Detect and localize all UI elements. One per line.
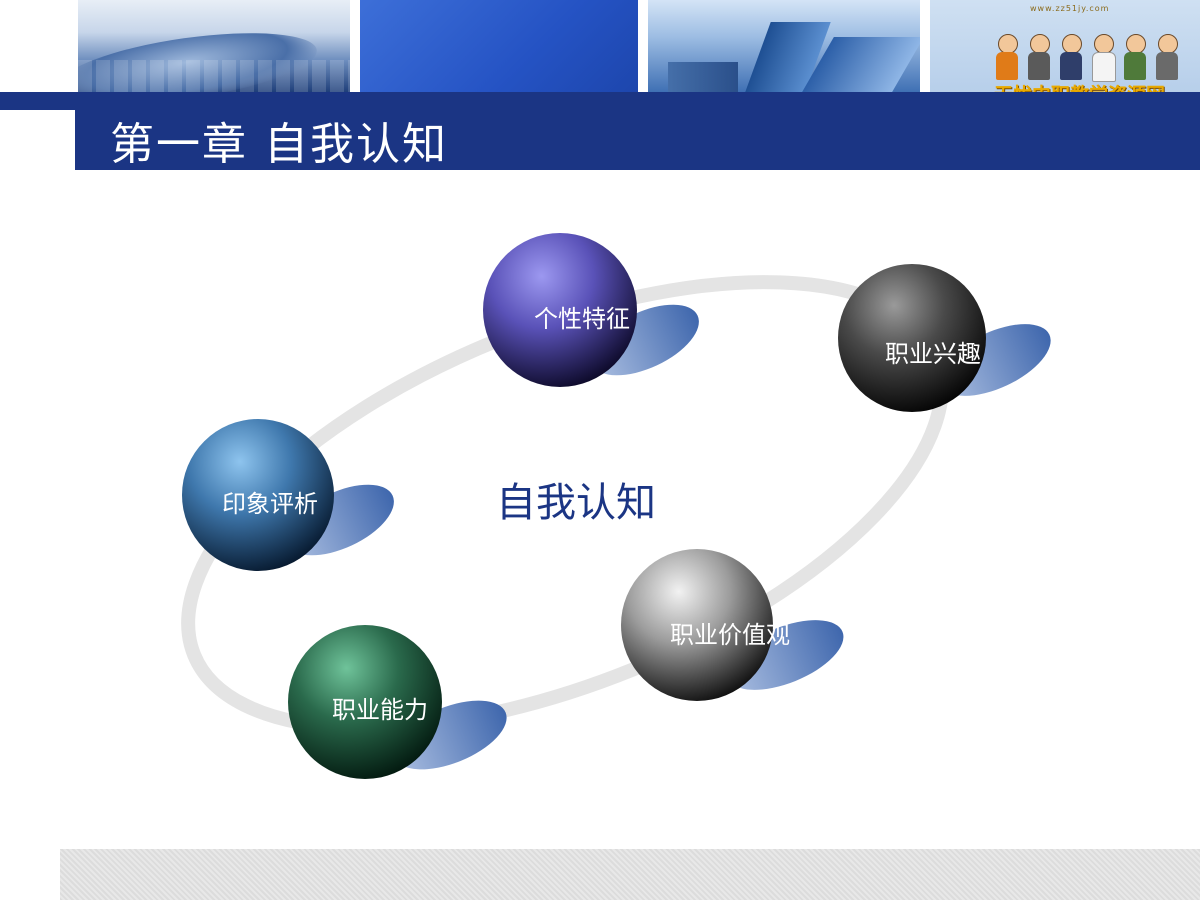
node-sphere-impression xyxy=(182,419,334,571)
node-label-ability: 职业能力 xyxy=(332,696,428,724)
page-title: 第一章 自我认知 xyxy=(110,119,448,170)
node-label-interest: 职业兴趣 xyxy=(885,340,981,368)
footer-bar xyxy=(60,849,1200,900)
title-bar-accent xyxy=(0,92,75,110)
node-sphere-personality xyxy=(483,233,637,387)
node-sphere-ability xyxy=(288,625,442,779)
logo-url-arc: www.zz51jy.com xyxy=(1030,4,1110,13)
header-photo-blue xyxy=(360,0,638,92)
node-sphere-values xyxy=(621,549,773,701)
title-bar xyxy=(75,92,1200,170)
node-label-personality: 个性特征 xyxy=(534,305,630,333)
diagram-center-label: 自我认知 xyxy=(496,480,656,526)
logo-figures-icon xyxy=(995,28,1195,82)
header-photo-building xyxy=(648,0,920,92)
header-photo-keyboard xyxy=(78,0,350,92)
node-sphere-interest xyxy=(838,264,986,412)
node-label-values: 职业价值观 xyxy=(670,621,790,649)
node-label-impression: 印象评析 xyxy=(222,490,318,518)
self-cognition-diagram xyxy=(181,233,1051,779)
